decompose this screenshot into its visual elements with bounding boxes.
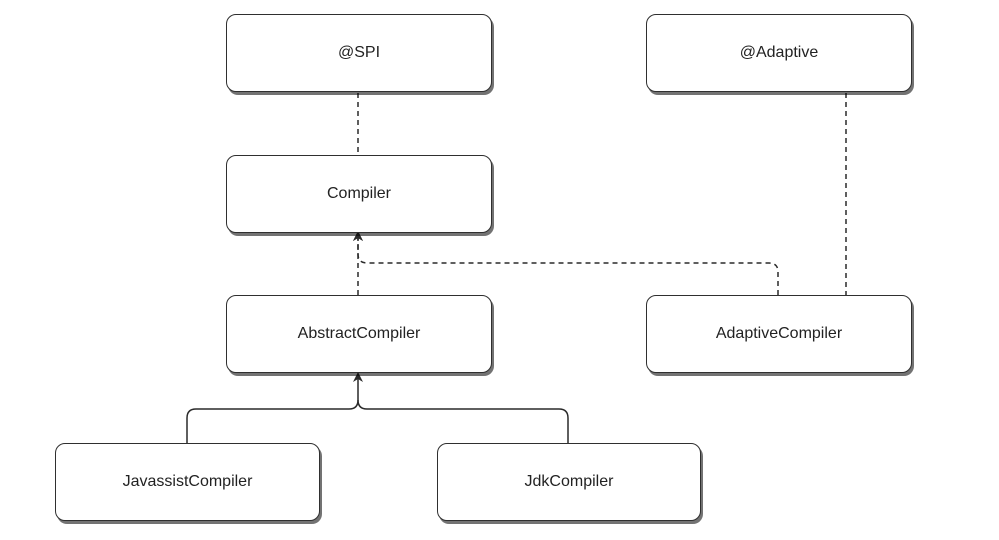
spi-annotation-box: @SPI: [226, 14, 492, 92]
spi-annotation-label: @SPI: [337, 44, 381, 61]
abstract-compiler-label: AbstractCompiler: [297, 325, 421, 342]
javassist-compiler-label: JavassistCompiler: [122, 473, 253, 490]
adaptive-compiler-box: AdaptiveCompiler: [646, 295, 912, 373]
adaptive-compiler-label: AdaptiveCompiler: [715, 325, 843, 342]
compiler-interface-label: Compiler: [326, 185, 391, 202]
jdk-compiler-label: JdkCompiler: [524, 473, 614, 490]
javassistcompiler-extends-abstractcompiler-arrow: [186, 372, 363, 443]
javassist-compiler-box: JavassistCompiler: [55, 443, 320, 521]
adaptive-annotation-label: @Adaptive: [739, 44, 819, 61]
jdk-compiler-box: JdkCompiler: [437, 443, 701, 521]
jdkcompiler-extends-abstractcompiler-arrow: [357, 399, 569, 443]
compiler-interface-box: Compiler: [226, 155, 492, 233]
adaptivecompiler-implements-compiler-arrow: [353, 231, 779, 295]
abstract-compiler-box: AbstractCompiler: [226, 295, 492, 373]
adaptive-annotation-box: @Adaptive: [646, 14, 912, 92]
